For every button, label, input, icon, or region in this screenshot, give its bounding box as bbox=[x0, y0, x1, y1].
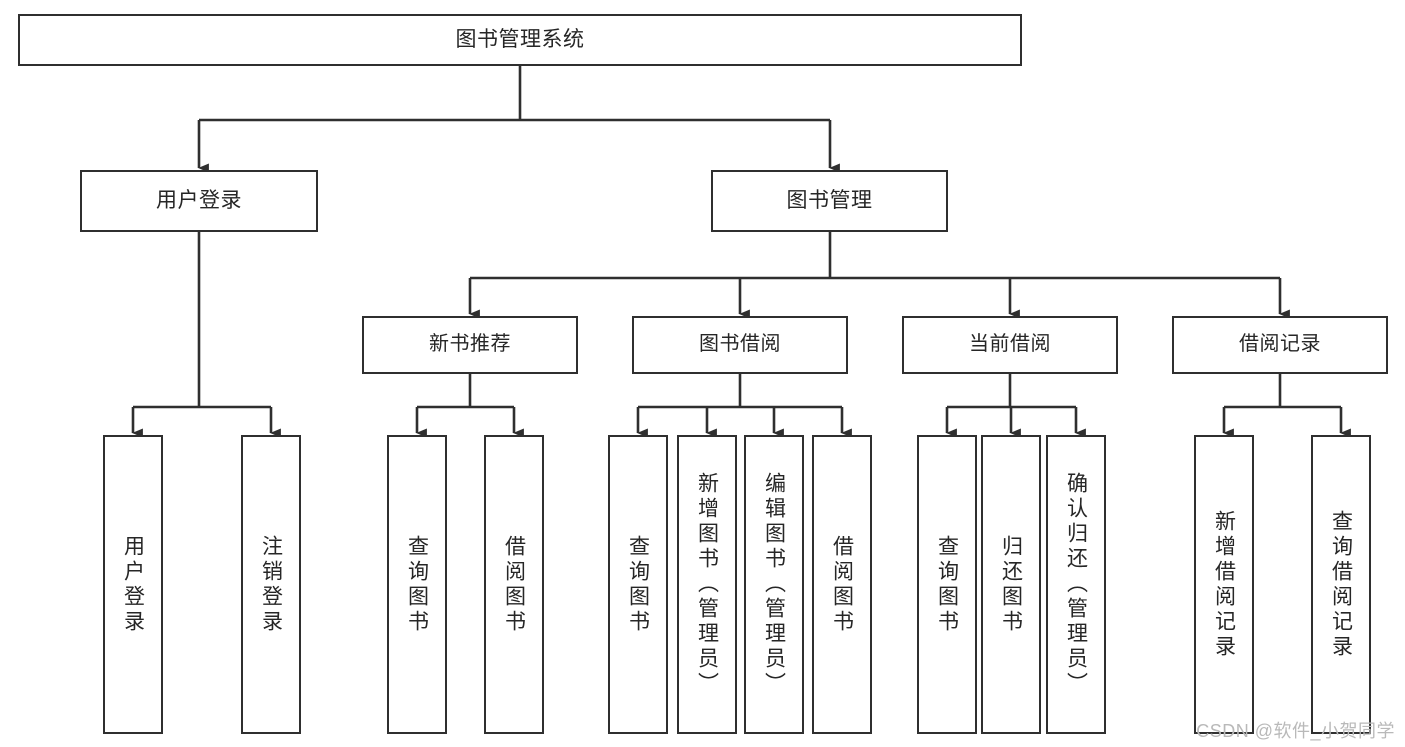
node-book-borrow[interactable]: 图书借阅 bbox=[632, 316, 848, 374]
leaf-edit-book-label: 编辑图书（管理员） bbox=[762, 472, 786, 697]
node-new-book-recommend[interactable]: 新书推荐 bbox=[362, 316, 578, 374]
node-borrow-record-label: 借阅记录 bbox=[1239, 333, 1321, 356]
leaf-return-book[interactable]: 归还图书 bbox=[981, 435, 1041, 734]
leaf-query-book-2-label: 查询图书 bbox=[626, 534, 650, 635]
leaf-confirm-return[interactable]: 确认归还（管理员） bbox=[1046, 435, 1106, 734]
node-borrow-record[interactable]: 借阅记录 bbox=[1172, 316, 1388, 374]
node-new-book-recommend-label: 新书推荐 bbox=[429, 333, 511, 356]
leaf-confirm-return-label: 确认归还（管理员） bbox=[1064, 472, 1088, 697]
leaf-query-book-1-label: 查询图书 bbox=[405, 534, 429, 635]
leaf-query-book-3[interactable]: 查询图书 bbox=[917, 435, 977, 734]
leaf-logout[interactable]: 注销登录 bbox=[241, 435, 301, 734]
csdn-watermark: CSDN @软件_小贺同学 bbox=[1196, 721, 1395, 741]
node-book-borrow-label: 图书借阅 bbox=[699, 333, 781, 356]
leaf-edit-book[interactable]: 编辑图书（管理员） bbox=[744, 435, 804, 734]
node-user-login[interactable]: 用户登录 bbox=[80, 170, 318, 232]
node-book-manage-label: 图书管理 bbox=[786, 188, 873, 212]
leaf-user-login-label: 用户登录 bbox=[121, 534, 145, 635]
leaf-query-book-2[interactable]: 查询图书 bbox=[608, 435, 668, 734]
leaf-add-record-label: 新增借阅记录 bbox=[1212, 509, 1236, 660]
leaf-borrow-book-1[interactable]: 借阅图书 bbox=[484, 435, 544, 734]
leaf-user-login[interactable]: 用户登录 bbox=[103, 435, 163, 734]
leaf-add-book[interactable]: 新增图书（管理员） bbox=[677, 435, 737, 734]
leaf-add-book-label: 新增图书（管理员） bbox=[695, 472, 719, 697]
node-current-borrow[interactable]: 当前借阅 bbox=[902, 316, 1118, 374]
node-root[interactable]: 图书管理系统 bbox=[18, 14, 1022, 66]
node-user-login-label: 用户登录 bbox=[156, 188, 242, 212]
leaf-query-book-3-label: 查询图书 bbox=[935, 534, 959, 635]
leaf-query-book-1[interactable]: 查询图书 bbox=[387, 435, 447, 734]
leaf-query-record[interactable]: 查询借阅记录 bbox=[1311, 435, 1371, 734]
leaf-query-record-label: 查询借阅记录 bbox=[1329, 509, 1353, 660]
leaf-return-book-label: 归还图书 bbox=[999, 534, 1023, 635]
node-book-manage[interactable]: 图书管理 bbox=[711, 170, 948, 232]
leaf-borrow-book-1-label: 借阅图书 bbox=[502, 534, 526, 635]
node-root-label: 图书管理系统 bbox=[455, 27, 585, 51]
leaf-borrow-book-2[interactable]: 借阅图书 bbox=[812, 435, 872, 734]
leaf-logout-label: 注销登录 bbox=[259, 534, 283, 635]
leaf-borrow-book-2-label: 借阅图书 bbox=[830, 534, 854, 635]
node-current-borrow-label: 当前借阅 bbox=[969, 333, 1051, 356]
leaf-add-record[interactable]: 新增借阅记录 bbox=[1194, 435, 1254, 734]
